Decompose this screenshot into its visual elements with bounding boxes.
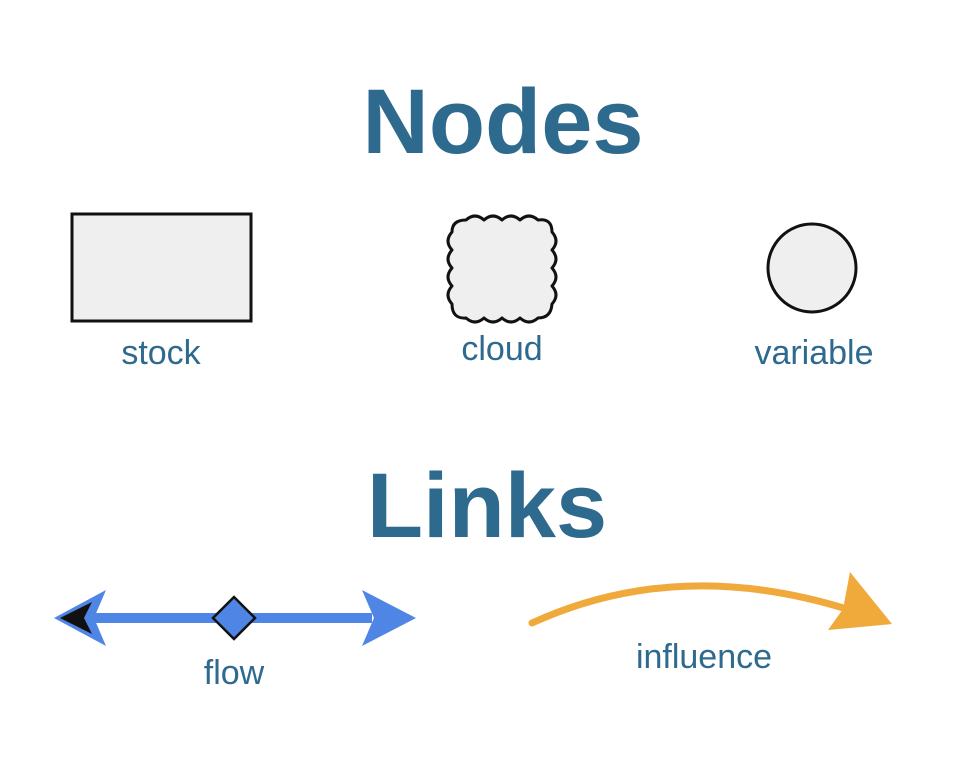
flow-link-shape [54, 590, 416, 646]
flow-inner-black-arrowhead [60, 602, 92, 634]
stock-rectangle [70, 212, 253, 323]
links-title: Links [366, 455, 608, 557]
stock-label: stock [121, 334, 201, 372]
stock-node-shape [70, 212, 253, 323]
variable-label: variable [754, 334, 874, 372]
variable-node-shape [766, 222, 858, 314]
influence-arrowhead [828, 572, 892, 630]
flow-right-arrowhead [362, 590, 416, 646]
nodes-title: Nodes [362, 71, 644, 173]
cloud-label: cloud [461, 330, 543, 368]
influence-link-shape [528, 572, 892, 630]
cloud-node-shape [446, 214, 558, 324]
influence-curve [528, 582, 854, 627]
variable-circle [766, 222, 858, 314]
flow-label: flow [203, 654, 265, 692]
cloud-outline [446, 214, 558, 324]
flow-valve-diamond [211, 595, 257, 641]
influence-label: influence [635, 638, 773, 676]
